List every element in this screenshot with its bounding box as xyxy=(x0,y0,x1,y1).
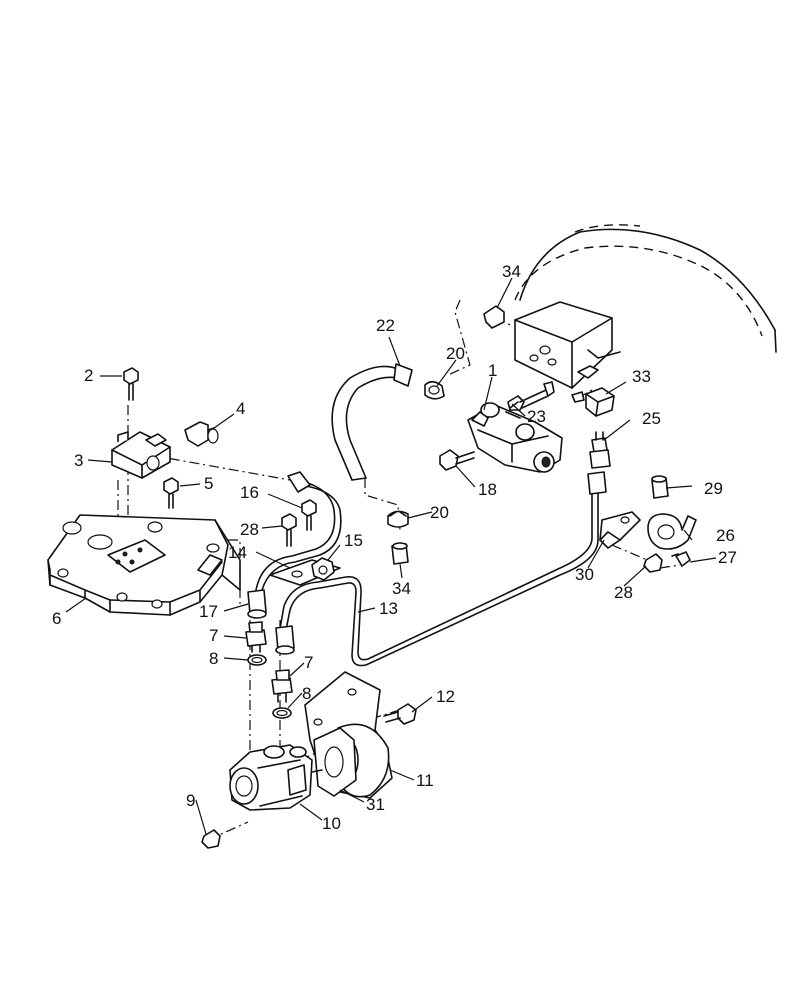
callout-26: 26 xyxy=(716,526,735,545)
callout-17: 17 xyxy=(199,602,218,621)
switch-33 xyxy=(571,387,615,417)
bolt-28-lower xyxy=(643,553,663,573)
adapter-7-right xyxy=(271,669,293,703)
cover-plate xyxy=(47,514,241,616)
clamp-14 xyxy=(269,557,341,586)
callout-20-lower: 20 xyxy=(430,503,449,522)
leader-lines xyxy=(65,277,717,835)
callout-18: 18 xyxy=(478,480,497,499)
manifold-block xyxy=(514,301,621,389)
callout-30: 30 xyxy=(575,565,594,584)
valve-assembly-1 xyxy=(467,401,563,473)
callout-23: 23 xyxy=(527,407,546,426)
bracket-30 xyxy=(599,511,641,549)
callout-34-lower: 34 xyxy=(392,579,411,598)
o-ring-8-left xyxy=(247,654,267,666)
bushing-29 xyxy=(651,475,669,499)
callout-5: 5 xyxy=(204,474,213,493)
callout-10: 10 xyxy=(322,814,341,833)
tube-upper xyxy=(255,471,342,591)
callout-25: 25 xyxy=(642,409,661,428)
callout-8-right: 8 xyxy=(302,684,311,703)
clip-26 xyxy=(647,513,697,550)
callout-13: 13 xyxy=(379,599,398,618)
callout-7-left: 7 xyxy=(209,626,218,645)
o-ring-8-right xyxy=(272,707,292,719)
fitting-25 xyxy=(589,431,611,469)
callout-31: 31 xyxy=(366,795,385,814)
fitting-34-upper xyxy=(483,305,505,329)
callout-22: 22 xyxy=(376,316,395,335)
callout-14: 14 xyxy=(228,543,247,562)
callout-2: 2 xyxy=(84,366,93,385)
callout-12: 12 xyxy=(436,687,455,706)
callout-16: 16 xyxy=(240,483,259,502)
bolt-9 xyxy=(201,829,221,849)
screw-23 xyxy=(507,381,555,411)
bolt-16 xyxy=(301,499,317,531)
bolt-2 xyxy=(123,367,139,401)
callout-28-lower: 28 xyxy=(614,583,633,602)
callout-3: 3 xyxy=(74,451,83,470)
pump-10 xyxy=(229,744,323,811)
callout-1: 1 xyxy=(488,361,497,380)
hose-clamp-20-upper xyxy=(424,380,445,400)
callout-4: 4 xyxy=(236,399,245,418)
hose-22 xyxy=(331,363,413,481)
fitting-17 xyxy=(247,589,267,619)
callout-7-right: 7 xyxy=(304,653,313,672)
bolt-28-upper xyxy=(281,513,297,547)
callout-34-upper: 34 xyxy=(502,262,521,281)
bolt-12 xyxy=(383,703,417,725)
callout-27: 27 xyxy=(718,548,737,567)
bolt-5 xyxy=(163,477,179,509)
elbow-fitting-4 xyxy=(184,421,219,447)
callout-labels: 1 2 3 4 5 6 7 7 8 8 9 10 11 12 13 14 15 … xyxy=(52,262,737,833)
callout-33: 33 xyxy=(632,367,651,386)
valve-block xyxy=(111,431,171,479)
callout-9: 9 xyxy=(186,791,195,810)
tube-13 xyxy=(275,471,607,667)
callout-6: 6 xyxy=(52,609,61,628)
callout-11: 11 xyxy=(416,771,434,790)
adapter-7-left xyxy=(245,621,267,653)
fitting-34-lower xyxy=(391,542,409,565)
callout-29: 29 xyxy=(704,479,723,498)
frame-outline xyxy=(514,224,777,353)
screw-27 xyxy=(671,551,691,567)
callout-15: 15 xyxy=(344,531,363,550)
gasket-31 xyxy=(313,727,357,797)
hose-clamp-20-lower xyxy=(387,510,409,528)
callout-20-upper: 20 xyxy=(446,344,465,363)
callout-28-upper: 28 xyxy=(240,520,259,539)
callout-8-left: 8 xyxy=(209,649,218,668)
